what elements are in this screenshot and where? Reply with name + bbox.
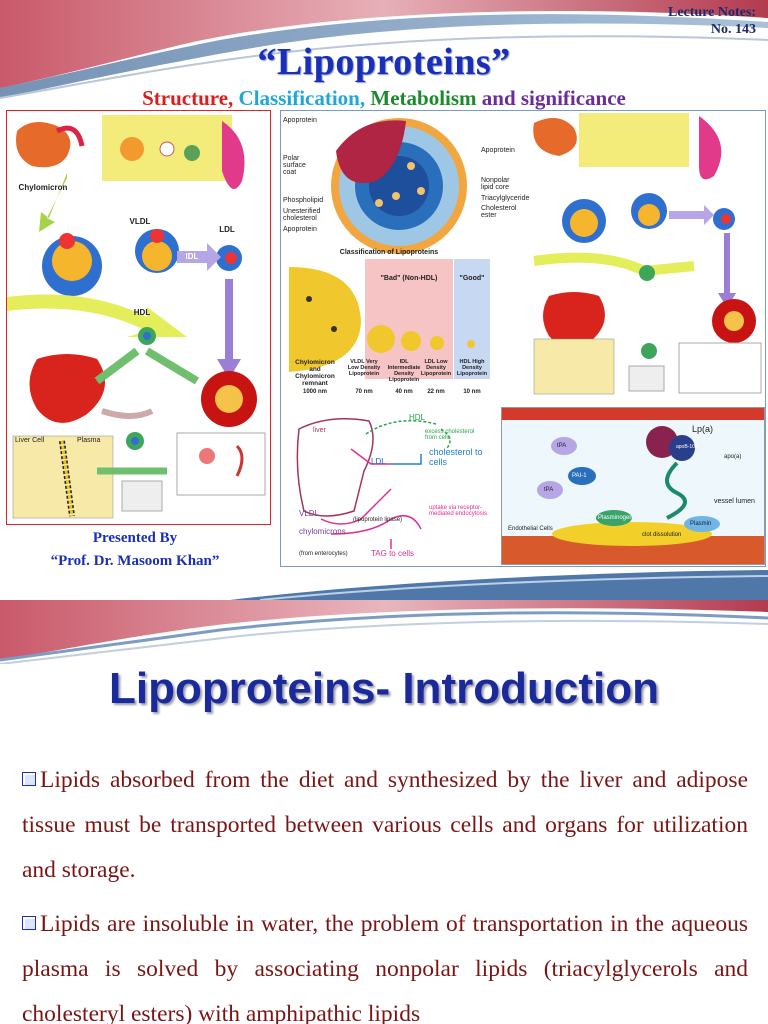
subtitle-significance: and significance [481, 86, 626, 110]
lecture-notes-line2: No. 143 [710, 22, 756, 37]
label-triacylglyceride: Triacylglyceride [481, 195, 530, 202]
label-cholesterol-to-cells: cholesterol to cells [429, 447, 483, 467]
label-chylomicron-class: Chylomicron and Chylomicron remnant [295, 359, 335, 387]
presenter-name: “Prof. Dr. Masoom Khan” [50, 553, 220, 569]
label-liver-cell: Liver Cell [15, 437, 45, 444]
presented-by: Presented By [92, 530, 178, 546]
label-endothelial: Endothelial Cells [508, 526, 553, 532]
label-good: "Good" [459, 275, 485, 282]
header-swoosh-2 [0, 600, 768, 664]
label-plasma: Plasma [77, 437, 101, 444]
label-tpa-1: tPA [557, 443, 567, 449]
label-vldl-class: VLDL Very Low Density Lipoprotein [347, 359, 381, 377]
label-ldl: LDL [219, 225, 235, 234]
label-chylomicrons: chylomicrons [299, 527, 346, 536]
lecture-notes-line1: Lecture Notes: [668, 5, 756, 20]
label-plasmin: Plasmin [690, 521, 712, 527]
slide-subtitle: Structure, Classification, Metabolism an… [0, 86, 768, 111]
metabolism-figure-right [533, 113, 762, 395]
label-bad-non-hdl: "Bad" (Non-HDL) [380, 275, 438, 282]
label-idl-class: IDL Intermediate Density Lipoprotein [387, 359, 421, 383]
label-tpa-2: tPA [544, 487, 554, 493]
subtitle-classification: Classification, [238, 86, 366, 110]
label-lpa: Lp(a) [692, 424, 714, 434]
intro-paragraph-1-text: Lipids absorbed from the diet and synthe… [22, 767, 748, 883]
label-apoa: apo(a) [724, 454, 742, 460]
label-apoprotein-right: Apoprotein [481, 147, 515, 154]
size-hdl: 10 nm [463, 389, 481, 395]
intro-title: Lipoproteins- Introduction [109, 664, 659, 713]
lpa-figure: Lp(a) apoB-100 apo(a) tPA tPA PAI-1 Plas… [501, 407, 765, 565]
label-chylomicron: Chylomicron [18, 183, 68, 192]
lipoprotein-pathway-diagram: liver HDL excess cholesterol from cells … [291, 409, 491, 564]
slide-title: “Lipoproteins” [257, 41, 511, 83]
good-lipoprotein-zone [454, 259, 490, 379]
label-hdl: HDL [133, 308, 151, 317]
label-apob: apoB-100 [676, 444, 698, 450]
label-lipoprotein-lipase: (lipoprotein lipase) [353, 517, 403, 523]
size-vldl: 70 nm [355, 389, 373, 395]
size-ldl: 22 nm [427, 389, 445, 395]
label-vldl: VLDL [129, 217, 151, 226]
pathway-arrows [296, 418, 451, 549]
intro-paragraph-2: Lipids are insoluble in water, the probl… [22, 902, 748, 1024]
subtitle-structure: Structure, [142, 86, 234, 110]
label-pathway-ldl: LDL [371, 457, 386, 466]
lpa-diagram [502, 408, 764, 564]
size-idl: 40 nm [395, 389, 413, 395]
lipoprotein-structure-diagram [331, 118, 467, 254]
label-plasminogen: Plasminogen [598, 515, 633, 521]
intro-paragraph-1: Lipids absorbed from the diet and synthe… [22, 758, 748, 893]
checkbox-bullet-icon [22, 916, 36, 930]
bad-lipoprotein-zone [365, 259, 453, 379]
classification-figure: Classification of Lipoproteins "Bad" (No… [289, 249, 490, 399]
label-receptor-uptake: uptake via receptor-mediated endocytosis [429, 505, 488, 517]
label-polar-surface: Polar surface coat [283, 155, 306, 176]
checkbox-bullet-icon [22, 772, 36, 786]
label-unesterified-cholesterol: Unesterified cholesterol [283, 208, 321, 222]
label-pai: PAI-1 [572, 473, 587, 479]
classification-particles [289, 267, 475, 372]
label-apoprotein-top: Apoprotein [283, 117, 317, 124]
label-from-enterocytes: (from enterocytes) [299, 551, 348, 557]
label-ldl-class: LDL Low Density Lipoprotein [420, 359, 452, 377]
label-clot-dissolution: clot dissolution [642, 532, 682, 538]
classification-title: Classification of Lipoproteins [339, 249, 439, 256]
lecture-notes-label: Lecture Notes: No. 143 [668, 4, 756, 38]
label-tag-to-cells: TAG to cells [371, 549, 414, 558]
label-vessel-lumen: vessel lumen [714, 498, 755, 505]
label-hdl-class: HDL High Density Lipoprotein [456, 359, 488, 377]
title-slide: Lecture Notes: No. 143 “Lipoproteins” St… [0, 0, 768, 600]
label-nonpolar-core: Nonpolar lipid core [481, 177, 510, 191]
label-idl: IDL [185, 252, 199, 261]
footer-swoosh [230, 570, 768, 600]
lipoprotein-figures-right: Apoprotein Polar surface coat Phospholip… [280, 110, 766, 567]
label-phospholipid: Phospholipid [283, 197, 324, 204]
metabolism-diagram [7, 115, 266, 519]
label-pathway-vldl: VLDL [299, 509, 320, 518]
label-excess-cholesterol: excess cholesterol from cells [425, 429, 475, 441]
subtitle-metabolism: Metabolism [370, 86, 477, 110]
label-cholesterol-ester: Cholesterol ester [481, 205, 517, 219]
label-liver: liver [313, 427, 326, 434]
intro-paragraph-2-text: Lipids are insoluble in water, the probl… [22, 911, 748, 1024]
label-pathway-hdl: HDL [409, 413, 426, 422]
header-swoosh [0, 0, 768, 99]
label-apoprotein-bottom: Apoprotein [283, 226, 317, 233]
size-chylomicron: 1000 nm [302, 389, 327, 395]
introduction-slide: Lipoproteins- Introduction Lipids absorb… [0, 600, 768, 1024]
metabolism-figure-left: Chylomicron VLDL LDL IDL HDL Liver Cell … [6, 110, 271, 525]
